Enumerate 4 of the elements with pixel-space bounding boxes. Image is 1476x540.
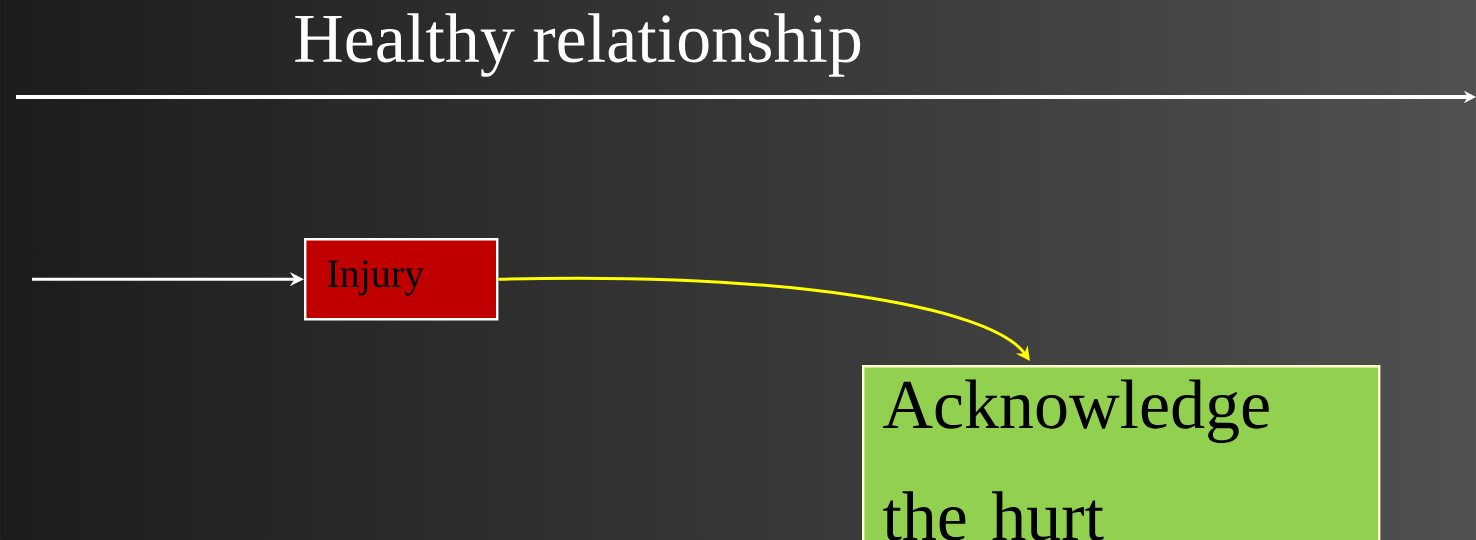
process-box: Acknowledge the hurt xyxy=(862,365,1381,540)
arrow xyxy=(498,276,1030,361)
title: Healthy relationship xyxy=(295,13,861,77)
process-box: Injury xyxy=(304,238,499,321)
